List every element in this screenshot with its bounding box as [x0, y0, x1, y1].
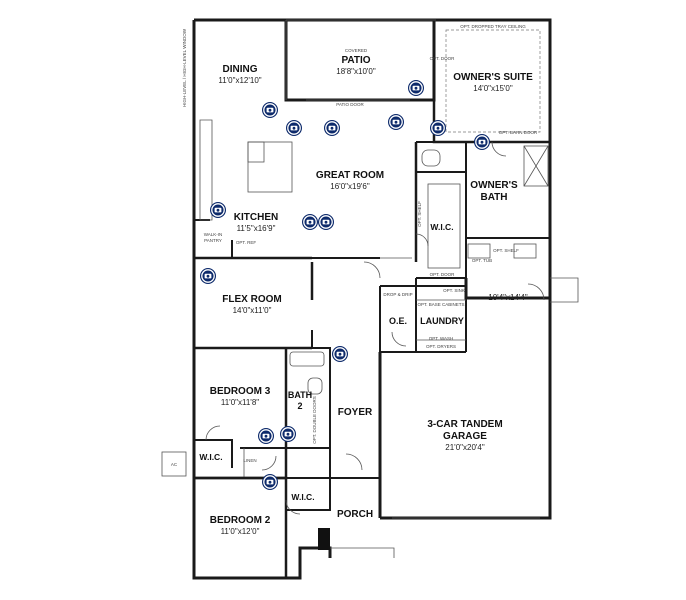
- opt-barn-door-note: OPT. BARN DOOR: [499, 130, 538, 135]
- foyer-label: FOYER: [338, 407, 373, 418]
- owner-wic-label: W.I.C.: [430, 222, 453, 232]
- kitchen-label: KITCHEN: [234, 212, 278, 223]
- room-labels: DINING 11'0"x12'10" COVERED PATIO 18'8"x…: [199, 48, 533, 536]
- drop-drip-note: DROP & DRIP: [383, 292, 412, 297]
- opt-door-note-wic: OPT. DOOR: [430, 272, 456, 277]
- bedroom3-label: BEDROOM 3: [210, 386, 271, 397]
- camera-icon[interactable]: [262, 474, 278, 490]
- camera-icon[interactable]: [318, 214, 334, 230]
- opt-tub-note: OPT. TUB: [472, 258, 492, 263]
- opt-door-note: OPT. DOOR: [430, 56, 456, 61]
- camera-icon[interactable]: [408, 80, 424, 96]
- garage-label-1: 3-CAR TANDEM: [427, 419, 502, 430]
- bed3-wic-label: W.I.C.: [199, 452, 222, 462]
- patio-dim: 18'8"x10'0": [336, 67, 376, 76]
- owners-suite-dim: 14'0"x15'0": [473, 84, 513, 93]
- opt-double-doors-note: OPT. DOUBLE DOORS: [312, 396, 317, 444]
- great-room-label: GREAT ROOM: [316, 170, 384, 181]
- dining-dim: 11'0"x12'10": [218, 76, 261, 85]
- pantry-note-2: PANTRY: [204, 238, 222, 243]
- bath2-label-1: BATH: [288, 390, 312, 400]
- garage-opt-dim: 10'4"x14'4": [488, 293, 528, 302]
- tray-ceiling-note: OPT. DROPPED TRAY CEILING: [460, 24, 526, 29]
- great-room-dim: 16'0"x19'6": [330, 182, 370, 191]
- camera-icon[interactable]: [332, 346, 348, 362]
- camera-icon[interactable]: [324, 120, 340, 136]
- dining-windows-note: HIGH-LEVEL / HIGH-LEVEL WINDOW: [182, 28, 187, 107]
- camera-icon[interactable]: [430, 120, 446, 136]
- walls: [161, 18, 579, 580]
- oe-label: O.E.: [389, 316, 407, 326]
- linen-note: LINEN: [243, 458, 256, 463]
- pantry-note-1: WALK-IN: [204, 232, 223, 237]
- patio-door-note: PATIO DOOR: [336, 102, 364, 107]
- camera-icon[interactable]: [258, 428, 274, 444]
- ac-note: AC: [171, 462, 178, 467]
- opt-dryer-note: OPT. DRYERS: [426, 344, 456, 349]
- bath2-label-2: 2: [297, 401, 302, 411]
- camera-icon[interactable]: [200, 268, 216, 284]
- garage-dim: 21'0"x20'4": [445, 443, 485, 452]
- dining-label: DINING: [223, 64, 258, 75]
- porch-label: PORCH: [337, 509, 373, 520]
- camera-icon[interactable]: [286, 120, 302, 136]
- opt-shelf-note: OPT. SHELF: [417, 201, 422, 227]
- bedroom2-dim: 11'0"x12'0": [221, 527, 260, 536]
- patio-label: PATIO: [341, 55, 370, 66]
- bedroom3-dim: 11'0"x11'8": [221, 398, 259, 407]
- patio-note: COVERED: [345, 48, 368, 53]
- camera-icon[interactable]: [302, 214, 318, 230]
- opt-shelf-note-2: OPT. SHELF: [493, 248, 519, 253]
- flex-room-dim: 14'0"x11'0": [233, 306, 272, 315]
- camera-markers[interactable]: [200, 80, 490, 490]
- opt-washer-note: OPT. WASH: [429, 336, 454, 341]
- opt-base-cabinets-note: OPT. BASE CABINETS: [417, 302, 464, 307]
- opt-ref-note: OPT. REF: [236, 240, 257, 245]
- laundry-label: LAUNDRY: [420, 316, 464, 326]
- owners-bath-label-2: BATH: [480, 192, 507, 203]
- camera-icon[interactable]: [280, 426, 296, 442]
- camera-icon[interactable]: [262, 102, 278, 118]
- bed2-wic-label: W.I.C.: [291, 492, 314, 502]
- annotations: OPT. DROPPED TRAY CEILING PATIO DOOR OPT…: [171, 24, 538, 467]
- camera-icon[interactable]: [388, 114, 404, 130]
- owners-bath-label-1: OWNER'S: [470, 180, 518, 191]
- camera-icon[interactable]: [474, 134, 490, 150]
- kitchen-dim: 11'5"x16'9": [237, 224, 276, 233]
- opt-sink-note: OPT. SINK: [443, 288, 465, 293]
- flex-room-label: FLEX ROOM: [222, 294, 281, 305]
- camera-icon[interactable]: [210, 202, 226, 218]
- bedroom2-label: BEDROOM 2: [210, 515, 271, 526]
- garage-label-2: GARAGE: [443, 431, 487, 442]
- owners-suite-label: OWNER'S SUITE: [453, 72, 533, 83]
